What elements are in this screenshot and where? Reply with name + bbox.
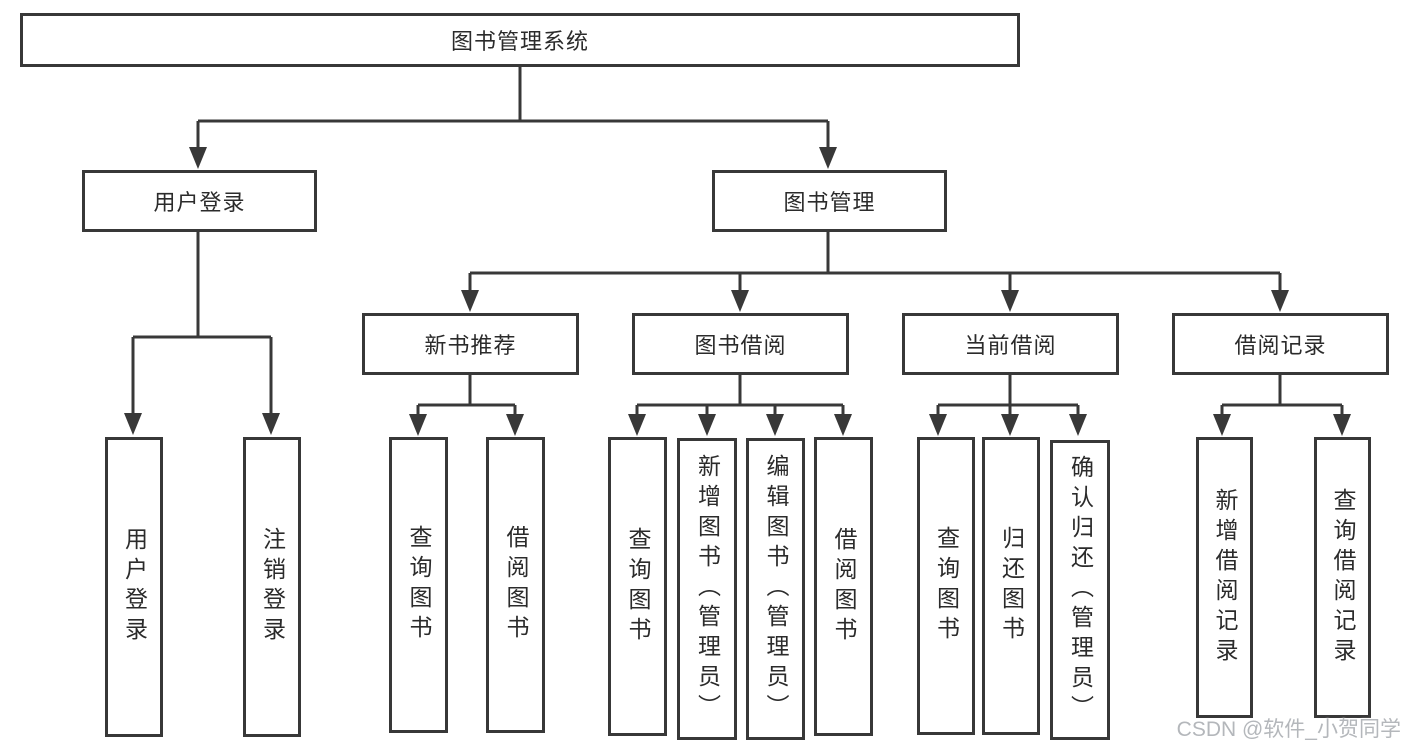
csdn-watermark: CSDN @软件_小贺同学 [1176,718,1401,741]
leaf-logout: 注销登录 [243,437,301,737]
leaf-borrow-query-book: 查询图书 [608,437,667,736]
leaf-borrow-edit-book-admin: 编辑图书（管理员） [746,438,805,740]
node-current-borrow: 当前借阅 [902,313,1119,375]
node-new-book-recommend: 新书推荐 [362,313,579,375]
node-book-management-branch: 图书管理 [712,170,947,232]
leaf-recommend-borrow-book: 借阅图书 [486,437,545,733]
leaf-records-add-record: 新增借阅记录 [1196,437,1253,718]
node-system-root: 图书管理系统 [20,13,1020,67]
node-user-login-branch: 用户登录 [82,170,317,232]
node-borrow-records: 借阅记录 [1172,313,1389,375]
leaf-recommend-query-book: 查询图书 [389,437,448,733]
leaf-borrow-add-book-admin: 新增图书（管理员） [677,438,737,740]
node-book-borrow: 图书借阅 [632,313,849,375]
leaf-borrow-borrow-book: 借阅图书 [814,437,873,736]
leaf-records-query-record: 查询借阅记录 [1314,437,1371,718]
leaf-current-confirm-return-admin: 确认归还（管理员） [1050,440,1110,740]
leaf-current-return-book: 归还图书 [982,437,1040,735]
leaf-user-login: 用户登录 [105,437,163,737]
leaf-current-query-book: 查询图书 [917,437,975,735]
